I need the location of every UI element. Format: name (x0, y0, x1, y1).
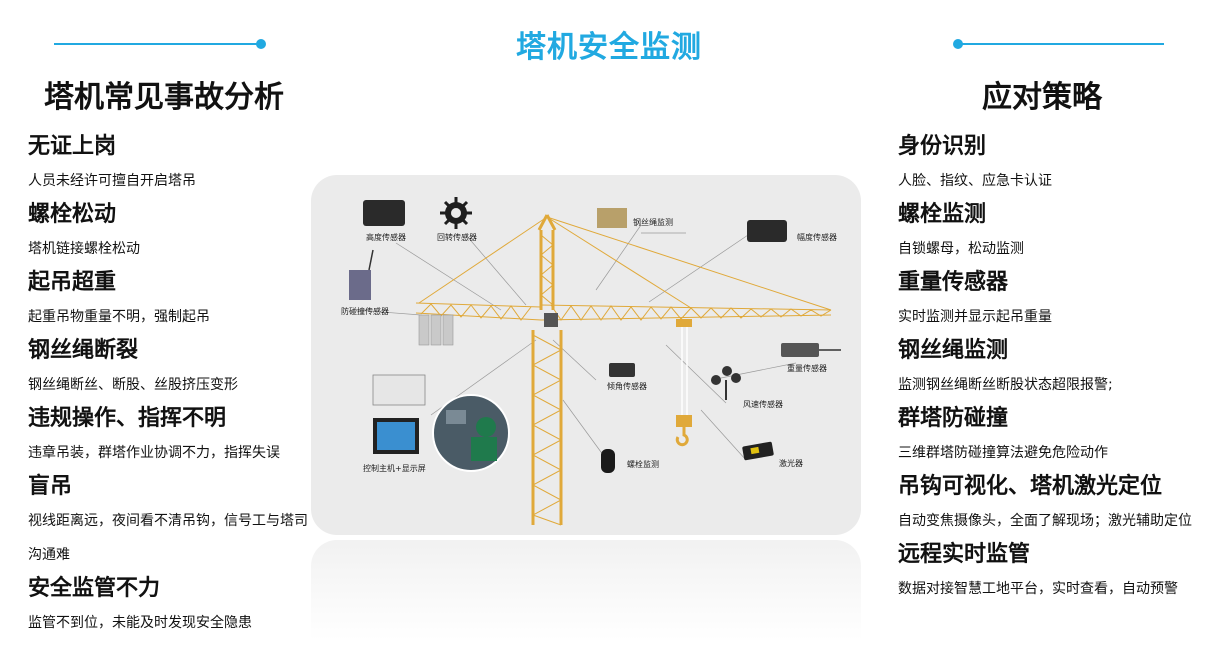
accident-analysis-heading: 塔机常见事故分析 (44, 80, 284, 115)
accident-title: 无证上岗 (28, 134, 117, 159)
height-sensor-label: 高度传感器 (366, 233, 406, 242)
strategy-title: 重量传感器 (898, 270, 1009, 295)
accident-desc: 人员未经许可擅自开启塔吊 (28, 173, 196, 189)
crane-diagram-panel: 高度传感器 回转传感器 钢丝绳监测 幅度传感器 防碰撞传感器 重量传感器 倾角传… (311, 175, 861, 535)
accident-list: 无证上岗 人员未经许可擅自开启塔吊 螺栓松动 塔机链接螺栓松动 起吊超重 起重吊… (28, 130, 318, 640)
tower-crane-icon (531, 214, 563, 525)
counterweight-icon (418, 314, 454, 346)
strategy-desc: 自动变焦摄像头，全面了解现场；激光辅助定位 (898, 513, 1192, 529)
accident-title: 钢丝绳断裂 (28, 338, 139, 363)
hook-icon (675, 319, 692, 447)
accident-item: 起吊超重 起重吊物重量不明，强制起吊 (28, 266, 318, 334)
weight-sensor-icon (781, 343, 841, 357)
accident-title: 螺栓松动 (28, 202, 117, 227)
slew-sensor-icon (440, 197, 472, 229)
weight-sensor-label: 重量传感器 (787, 364, 827, 373)
accident-desc: 违章吊装，群塔作业协调不力，指挥失误 (28, 445, 280, 461)
accident-title: 违规操作、指挥不明 (28, 406, 227, 431)
accident-title: 盲吊 (28, 474, 73, 499)
strategy-title: 吊钩可视化、塔机激光定位 (898, 474, 1163, 499)
title-divider-dot-right (953, 39, 963, 49)
bolt-monitor-label: 螺栓监测 (627, 460, 659, 469)
accident-item: 安全监管不力 监管不到位，未能及时发现安全隐患 (28, 572, 318, 640)
title-divider-right (958, 43, 1164, 45)
crane-cab-icon (544, 313, 558, 327)
strategy-heading: 应对策略 (982, 80, 1102, 115)
laser-icon (742, 441, 774, 461)
wind-sensor-icon (711, 366, 741, 400)
anticollision-sensor-label: 防碰撞传感器 (341, 307, 389, 316)
crane-diagram (349, 197, 841, 526)
title-divider-left (54, 43, 260, 45)
strategy-desc: 数据对接智慧工地平台，实时查看，自动预警 (898, 581, 1178, 597)
strategy-desc: 监测钢丝绳断丝断股状态超限报警; (898, 377, 1113, 393)
crane-lattice (415, 216, 832, 526)
accident-item: 盲吊 视线距离远，夜间看不清吊钩，信号工与塔司沟通难 (28, 470, 318, 572)
wind-sensor-label: 风速传感器 (743, 400, 783, 409)
accident-desc: 视线距离远，夜间看不清吊钩，信号工与塔司沟通难 (28, 513, 308, 563)
accident-item: 违规操作、指挥不明 违章吊装，群塔作业协调不力，指挥失误 (28, 402, 318, 470)
tilt-sensor-icon (609, 363, 635, 377)
strategy-item: 螺栓监测 自锁螺母，松动监测 (898, 198, 1210, 266)
controller-label: 控制主机+显示屏 (363, 464, 426, 473)
accident-desc: 监管不到位，未能及时发现安全隐患 (28, 615, 252, 631)
leader-lines (355, 224, 797, 464)
strategy-item: 远程实时监管 数据对接智慧工地平台，实时查看，自动预警 (898, 538, 1210, 606)
strategy-desc: 三维群塔防碰撞算法避免危险动作 (898, 445, 1108, 461)
amplitude-sensor-label: 幅度传感器 (797, 233, 837, 242)
bolt-monitor-icon (601, 449, 615, 473)
strategy-desc: 实时监测并显示起吊重量 (898, 309, 1052, 325)
accident-title: 起吊超重 (28, 270, 117, 295)
strategy-title: 远程实时监管 (898, 542, 1031, 567)
strategy-item: 群塔防碰撞 三维群塔防碰撞算法避免危险动作 (898, 402, 1210, 470)
accident-desc: 钢丝绳断丝、断股、丝股挤压变形 (28, 377, 238, 393)
strategy-item: 身份识别 人脸、指纹、应急卡认证 (898, 130, 1210, 198)
tilt-sensor-label: 倾角传感器 (607, 382, 647, 391)
accident-desc: 塔机链接螺栓松动 (28, 241, 140, 257)
strategy-title: 群塔防碰撞 (898, 406, 1009, 431)
strategy-title: 身份识别 (898, 134, 987, 159)
slew-sensor-label: 回转传感器 (437, 233, 477, 242)
accident-desc: 起重吊物重量不明，强制起吊 (28, 309, 210, 325)
anticollision-sensor-icon (349, 249, 374, 300)
accident-title: 安全监管不力 (28, 576, 161, 601)
rope-monitor-icon (597, 208, 627, 228)
strategy-list: 身份识别 人脸、指纹、应急卡认证 螺栓监测 自锁螺母，松动监测 重量传感器 实时… (898, 130, 1210, 606)
rope-monitor-label: 钢丝绳监测 (633, 218, 673, 227)
controller-icon (372, 374, 426, 454)
strategy-title: 钢丝绳监测 (898, 338, 1009, 363)
strategy-desc: 人脸、指纹、应急卡认证 (898, 173, 1052, 189)
strategy-item: 钢丝绳监测 监测钢丝绳断丝断股状态超限报警; (898, 334, 1210, 402)
operator-camera-icon (432, 394, 510, 472)
accident-item: 钢丝绳断裂 钢丝绳断丝、断股、丝股挤压变形 (28, 334, 318, 402)
strategy-item: 吊钩可视化、塔机激光定位 自动变焦摄像头，全面了解现场；激光辅助定位 (898, 470, 1210, 538)
accident-item: 无证上岗 人员未经许可擅自开启塔吊 (28, 130, 318, 198)
strategy-desc: 自锁螺母，松动监测 (898, 241, 1024, 257)
laser-label: 激光器 (779, 459, 803, 468)
page-title: 塔机安全监测 (516, 30, 702, 65)
title-divider-dot-left (256, 39, 266, 49)
amplitude-sensor-icon (747, 220, 787, 242)
height-sensor-icon (363, 200, 405, 226)
strategy-item: 重量传感器 实时监测并显示起吊重量 (898, 266, 1210, 334)
strategy-title: 螺栓监测 (898, 202, 987, 227)
panel-reflection (311, 540, 861, 640)
accident-item: 螺栓松动 塔机链接螺栓松动 (28, 198, 318, 266)
